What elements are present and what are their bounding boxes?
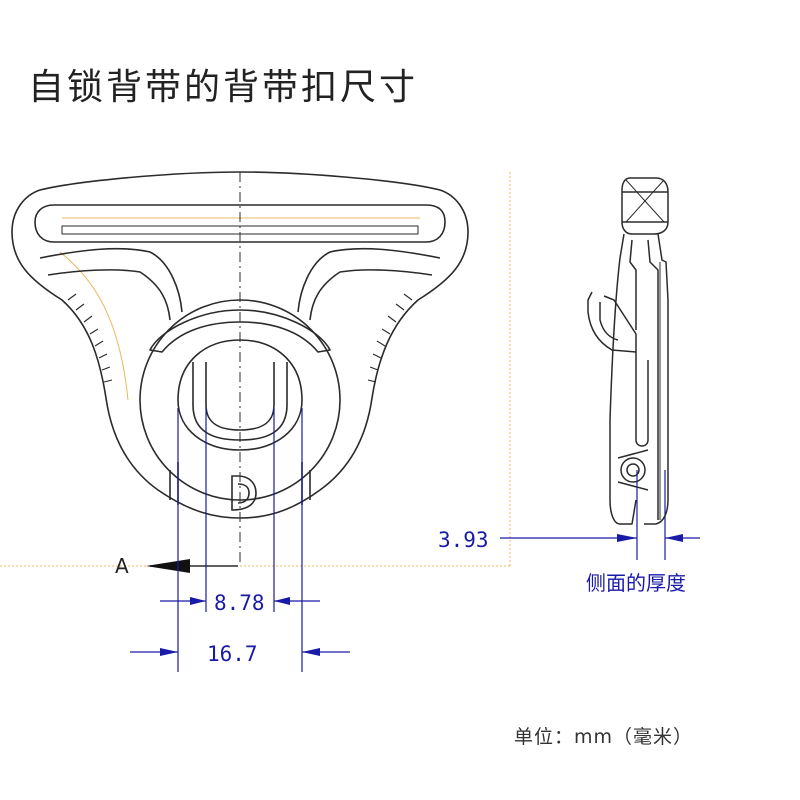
- view-marker: A: [115, 554, 129, 578]
- dim-inner-width: 8.78: [214, 591, 265, 615]
- d-logo-icon: [231, 475, 257, 511]
- dim-side-thickness: 3.93: [438, 528, 489, 552]
- dimension-lines: [130, 408, 700, 672]
- view-arrow: [146, 559, 238, 573]
- side-view-label: 侧面的厚度: [586, 571, 686, 595]
- side-view: [587, 177, 669, 525]
- unit-note: 单位：mm（毫米）: [514, 726, 694, 748]
- page-title: 自锁背带的背带扣尺寸: [28, 67, 419, 108]
- construction-lines: [0, 172, 511, 567]
- dim-outer-width: 16.7: [207, 642, 258, 666]
